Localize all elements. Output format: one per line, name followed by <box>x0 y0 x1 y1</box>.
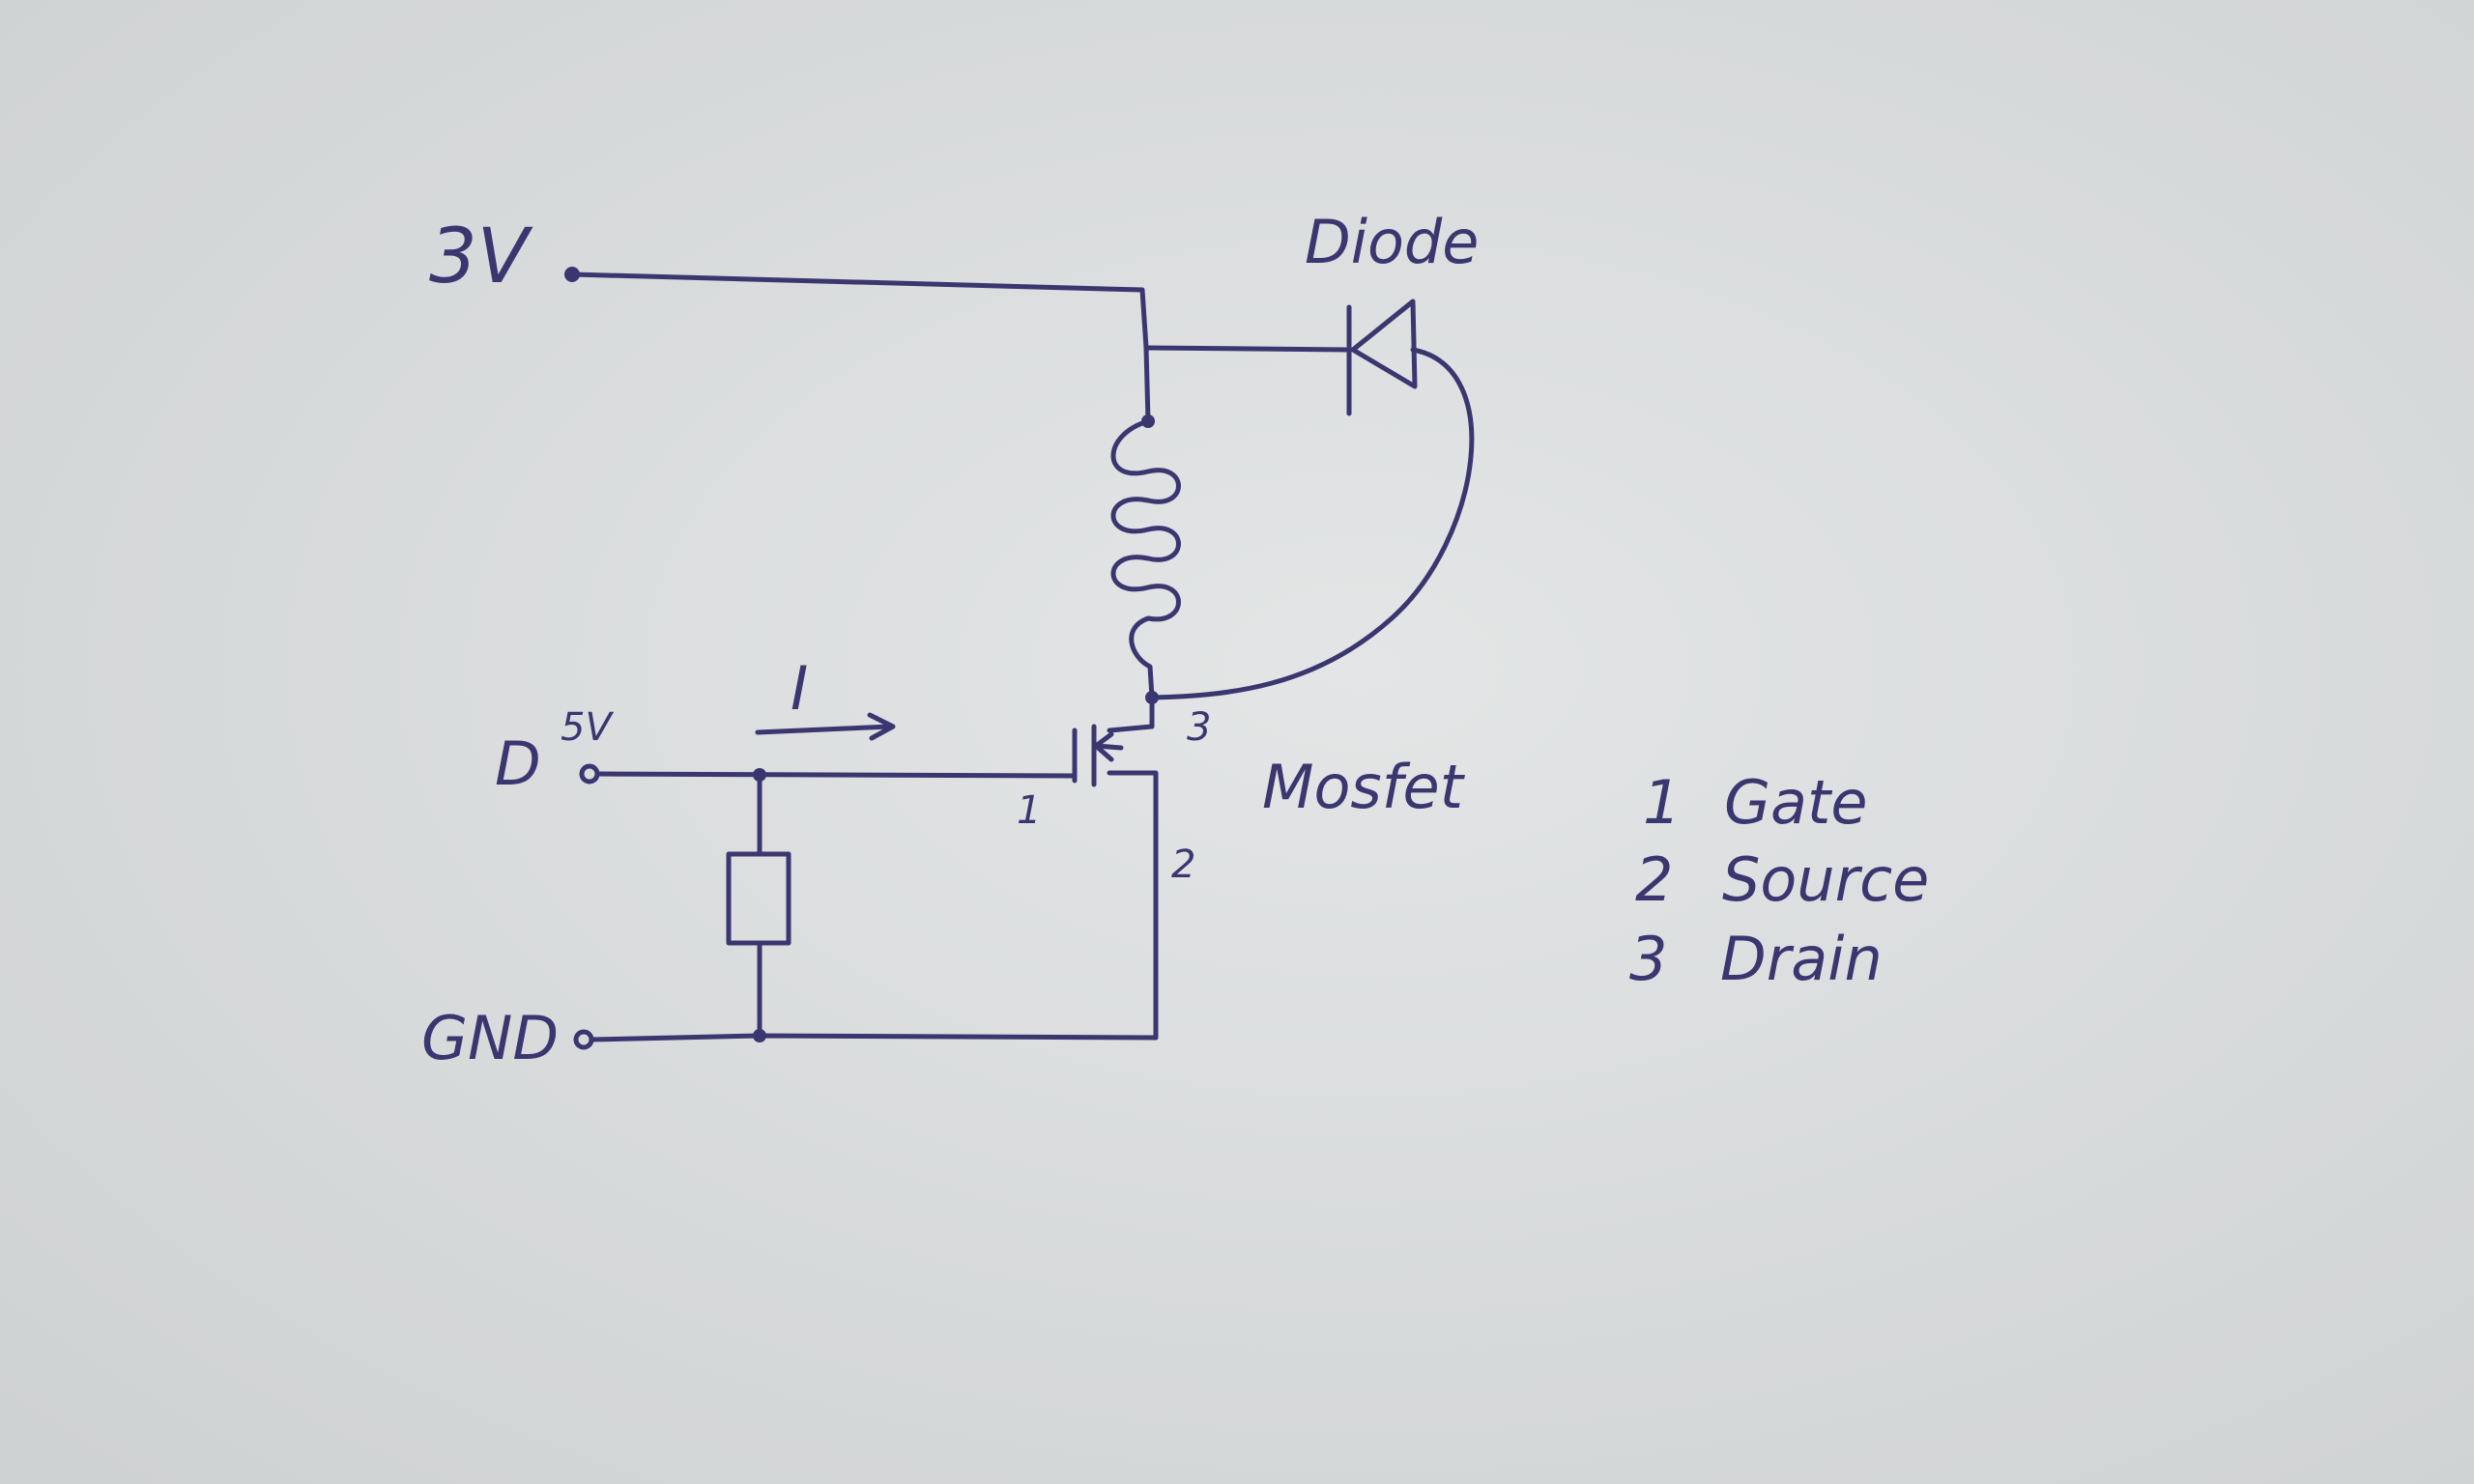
diode-label: Diode <box>1305 207 1479 277</box>
legend-name: Source <box>1722 844 1929 915</box>
legend-name: Gate <box>1724 767 1868 838</box>
legend-name: Drain <box>1720 924 1883 994</box>
mosfet-label: Mosfet <box>1262 752 1466 822</box>
input-terminal-label: D <box>495 728 541 799</box>
input-voltage-label: 5V <box>561 705 614 750</box>
current-label: I <box>791 653 808 724</box>
supply-wire <box>569 271 1149 351</box>
diode-triangle <box>1350 299 1418 389</box>
legend-number: 1 <box>1643 767 1681 838</box>
diode-return-wire <box>1149 347 1475 700</box>
legend-number: 3 <box>1629 924 1667 994</box>
gate-wire <box>594 771 1076 779</box>
ground-label: GND <box>421 1003 559 1073</box>
pin-legend: 1 Gate 2 Source 3 Drain <box>1629 767 1929 994</box>
legend-number: 2 <box>1635 844 1673 915</box>
current-arrow <box>755 712 896 741</box>
supply-label: 3V <box>429 214 533 300</box>
diode-anode-wire <box>1143 345 1352 353</box>
pin-1-label: 1 <box>1017 788 1041 833</box>
ground-wire <box>589 1033 1159 1042</box>
source-lead <box>1107 770 1159 1041</box>
pin-2-label: 2 <box>1171 842 1195 887</box>
diode-symbol <box>1346 299 1418 416</box>
mosfet-symbol <box>1072 695 1159 1041</box>
pin-3-label: 3 <box>1187 705 1211 750</box>
coil-top-wire <box>1143 345 1151 424</box>
drain-lead <box>1107 695 1155 733</box>
mosfet-arrow <box>1093 731 1124 762</box>
inductor-coil <box>1110 418 1181 700</box>
